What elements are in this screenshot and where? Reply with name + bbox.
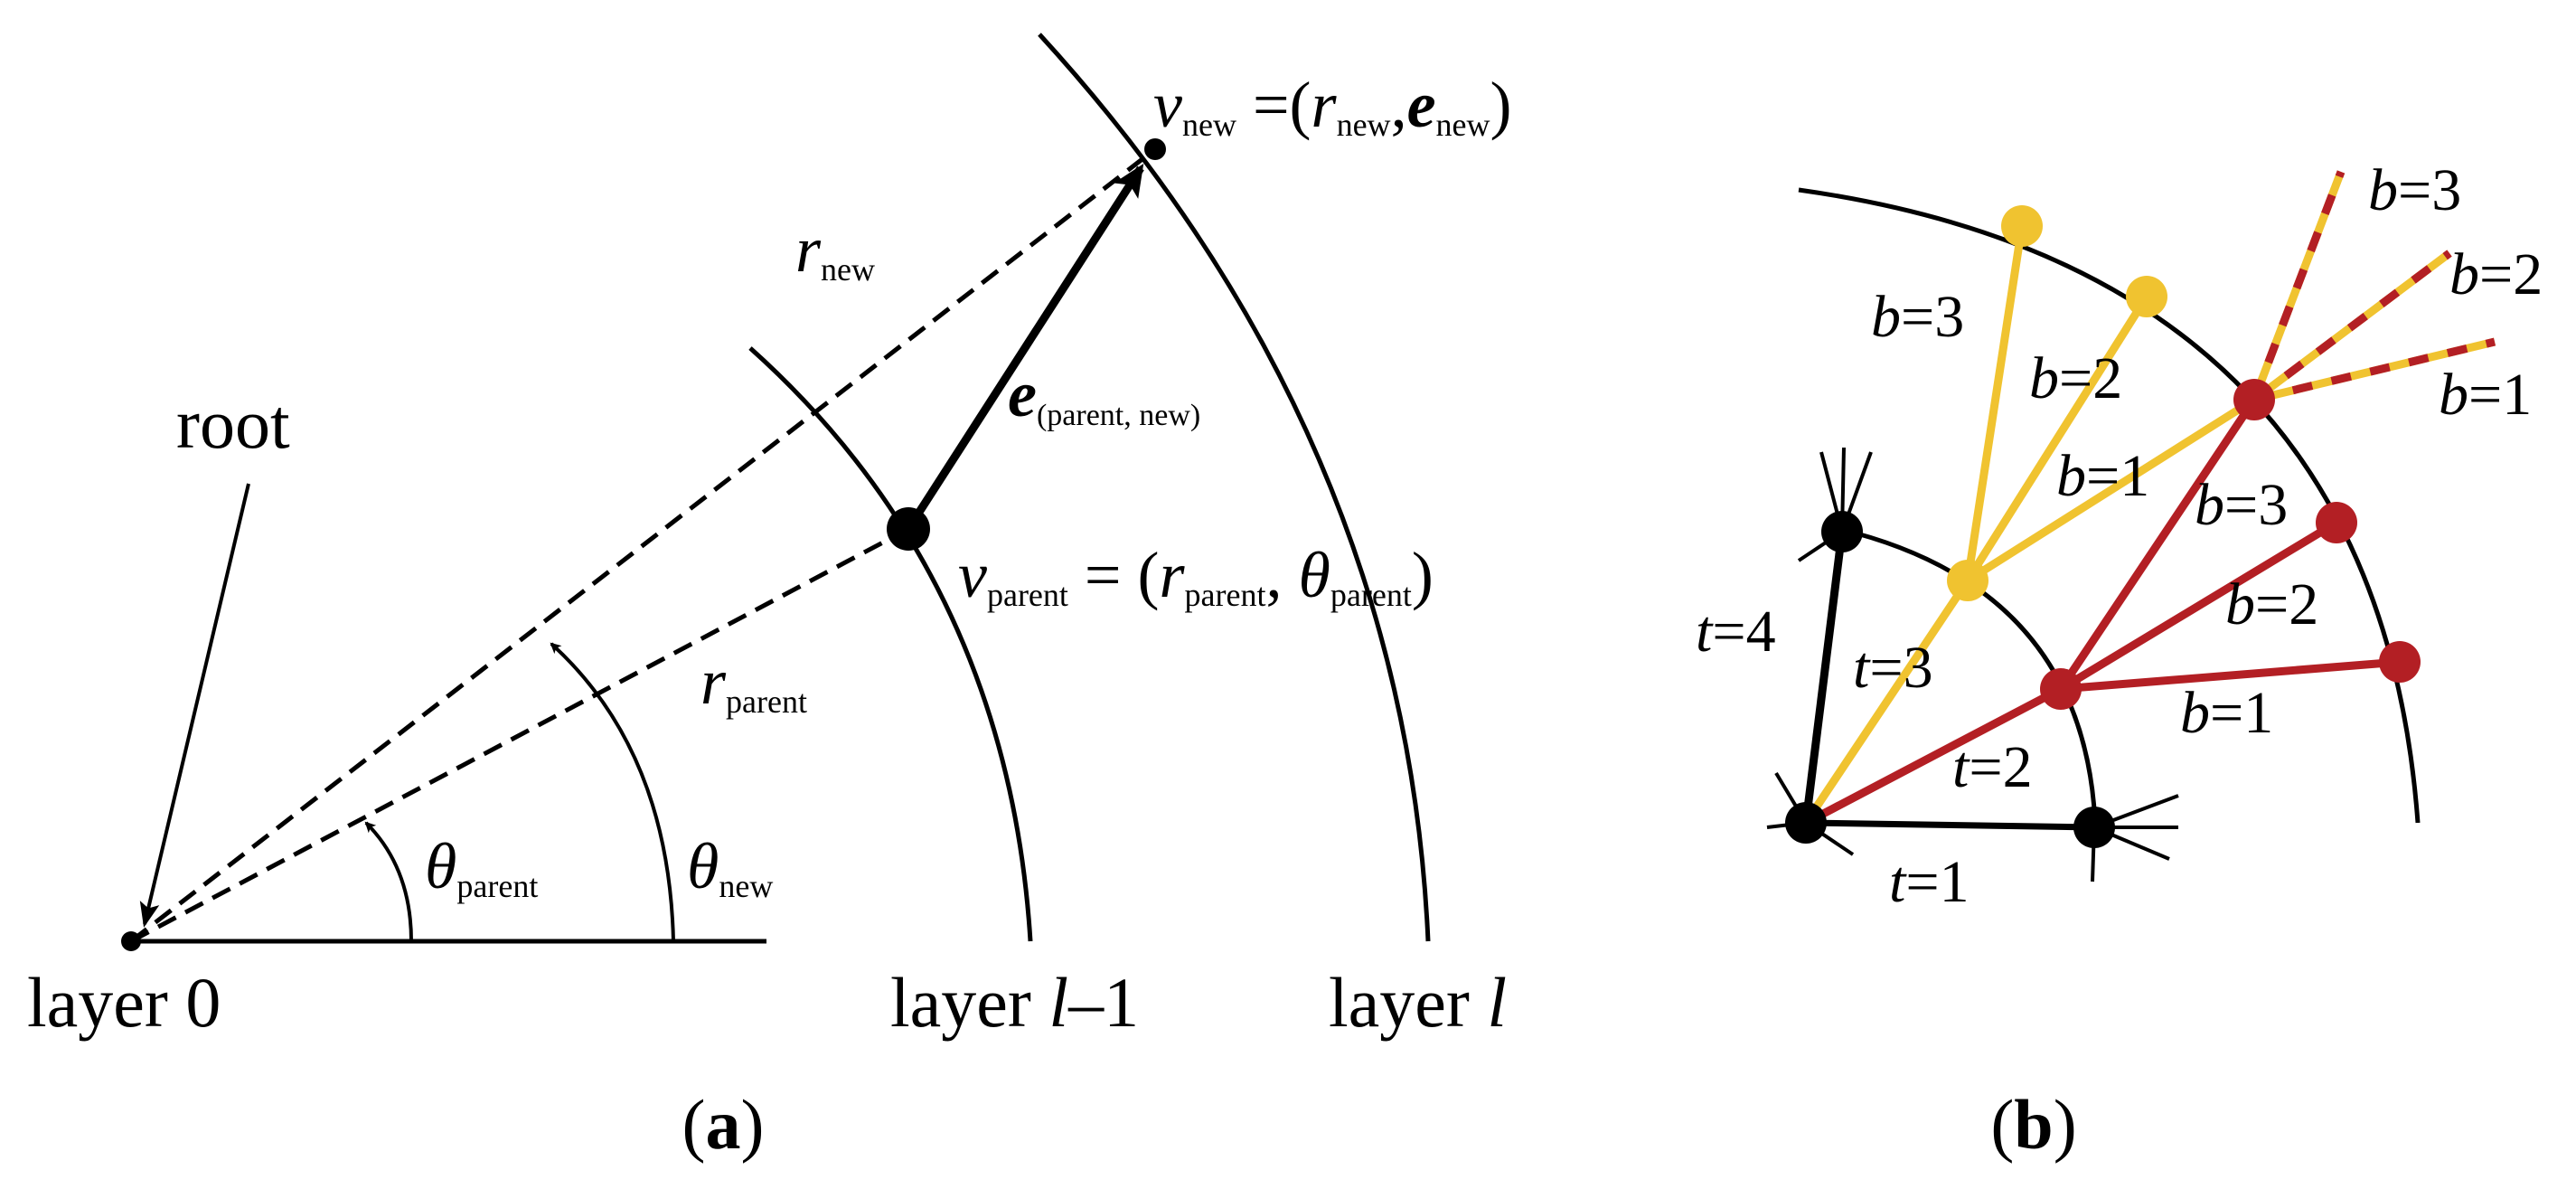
label-b1-dashed: b=1 [2439, 362, 2532, 428]
dashed-edges [2250, 170, 2496, 404]
root-arrow [139, 483, 250, 928]
label-b2-dashed: b=2 [2449, 241, 2543, 307]
caption-a: (a) [682, 1085, 765, 1164]
layer-0-label: layer 0 [27, 963, 221, 1042]
label-b1-yellow: b=1 [2056, 443, 2149, 509]
node-black-top-left [1821, 511, 1863, 552]
node-black-bottom-right [2073, 807, 2115, 848]
node-new [1144, 138, 1166, 160]
theta-parent-label: θparent [425, 830, 538, 904]
label-b3-dashed: b=3 [2368, 157, 2461, 223]
label-t3: t=3 [1853, 635, 1933, 701]
label-b3-yellow: b=3 [1871, 284, 1964, 350]
arc-layer-l-minus-1 [748, 346, 1033, 942]
node-yellow-center [1947, 560, 1988, 601]
panel-b: t=4 t=3 t=2 t=1 b=3 b=2 b=1 b=3 b=2 b=1 … [1696, 157, 2543, 1164]
node-parent [887, 507, 930, 551]
yellow-edges [1802, 225, 2257, 826]
r-parent-label: rparent [700, 646, 807, 720]
label-b1-red: b=1 [2180, 680, 2273, 746]
v-parent-label: vparent = (rparent, θparent) [958, 539, 1434, 613]
label-b2-red: b=2 [2225, 571, 2318, 637]
node-red-center [2040, 668, 2082, 710]
angle-arc-theta-parent [364, 821, 413, 942]
node-red-right-1 [2316, 502, 2357, 543]
label-t4: t=4 [1696, 599, 1776, 665]
e-parent-new-label: e(parent, new) [1008, 358, 1200, 432]
theta-new-label: θnew [687, 830, 773, 904]
node-root [121, 931, 141, 951]
layer-l-label: layer l [1329, 963, 1507, 1042]
node-black-bottom-left [1785, 802, 1827, 844]
red-edges [1803, 397, 2401, 826]
v-new-label: vnew =(rnew,enew) [1153, 69, 1512, 143]
panel-a: root layer 0 layer l–1 layer l vnew =(rn… [27, 33, 1512, 1164]
label-b2-yellow: b=2 [2029, 345, 2122, 411]
arc-inner [1838, 526, 2098, 824]
dashed-r-parent [129, 526, 910, 944]
layer-l-minus-1-label: layer l–1 [890, 963, 1139, 1042]
label-t2: t=2 [1952, 734, 2033, 800]
arc-layer-l [1038, 33, 1431, 942]
dashed-r-new [129, 147, 1157, 943]
angle-arc-theta-new [550, 642, 675, 942]
node-red-upper [2233, 379, 2275, 420]
node-red-right-2 [2379, 641, 2421, 683]
edge-parent-new [905, 163, 1144, 532]
root-label: root [176, 384, 290, 463]
caption-b: (b) [1990, 1085, 2076, 1164]
edge-t1 [1805, 819, 2095, 831]
r-new-label: rnew [795, 213, 875, 288]
label-b3-red: b=3 [2195, 472, 2288, 538]
node-yellow-top-right [2126, 276, 2167, 317]
edge-t4 [1801, 531, 1847, 824]
label-t1: t=1 [1889, 849, 1970, 915]
node-yellow-top [2001, 205, 2043, 247]
